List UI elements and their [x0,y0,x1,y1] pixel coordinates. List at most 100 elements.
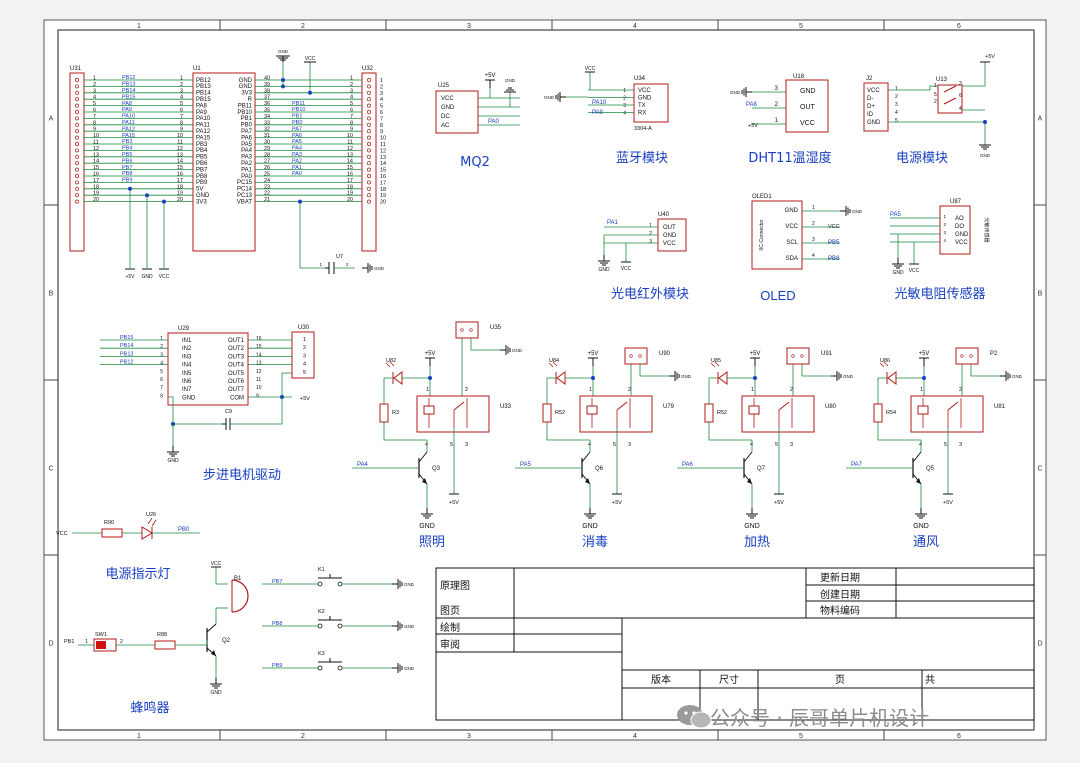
conn-gnd [970,364,1000,377]
ref-u40: U40 [658,212,670,218]
relay-gnd-label: GND [744,523,760,530]
chip-left-pin: PA15 [196,135,211,141]
left-pin-num: 8 [93,120,96,126]
right-pin-num: 12 [347,146,353,152]
junction-dot [298,199,302,204]
chip-right-num: 24 [264,178,270,184]
right-net-label: PA7 [292,126,302,132]
pled-net: PB0 [178,527,190,533]
col-marker-bottom: 1 [137,733,141,740]
key-contact [317,623,323,629]
ref-u29: U29 [178,326,190,332]
bt-pin: RX [638,111,646,117]
bz-title: 蜂鸣器 [130,700,169,716]
chip-right-num: 40 [264,76,270,82]
left-net-label: PB12 [122,75,135,81]
relay-net: PA5 [520,462,532,468]
oled-pin: VCC [785,224,798,230]
gnd-label: GND [404,582,415,587]
relay-conn-ref: U90 [659,351,671,357]
chip-pin-num: 10 [177,133,183,139]
gnd-label: GND [852,209,863,214]
header-pin [75,116,79,121]
mq2-module [435,90,479,134]
relay-contact [616,401,628,411]
header-pin [75,174,79,178]
header-right-num: 7 [380,116,383,122]
gnd-label: GND [167,458,179,464]
chip-pin-num: 18 [177,184,183,190]
header-pin [75,90,79,95]
col-marker-top: 3 [467,23,471,30]
row-marker-left: C [48,466,53,473]
driver-in-pin: IN3 [182,354,192,360]
ref-u1: U1 [193,66,201,72]
relay-gnd-label: GND [419,523,435,530]
relay-contact [778,401,790,411]
pled-diode [141,526,153,540]
usb-num: 4 [895,110,898,116]
right-pin-num: 19 [347,191,353,197]
gnd-label: GND [598,267,610,273]
tb-outer [435,567,1035,721]
header-right-num: 15 [380,168,386,174]
relay-pin: 5 [450,442,453,448]
chip-left-pin: PB8 [196,174,208,180]
left-pin-num: 2 [93,82,96,88]
tb-review: 审阅 [440,638,460,651]
q-collector [581,451,591,463]
gnd-label: GND [404,666,415,671]
gnd-symbol: GND [892,258,904,276]
driver-out-num: 11 [256,377,261,383]
header-right-num: 11 [380,142,386,148]
chip-pin-num: 11 [177,140,183,146]
chip-right-pin: PA7 [241,129,253,135]
header-right-num: 20 [380,200,386,206]
relay-net: PA7 [851,462,863,468]
left-net-label: PB9 [122,178,132,184]
q-arrow [585,478,590,484]
usb-pin: D+ [867,104,875,110]
power-label: +5V [425,351,436,357]
header-pin [367,129,371,134]
mq2-net: PA0 [488,119,500,125]
ir-net: PA1 [607,220,619,226]
dht-pin: GND [800,88,816,95]
usb-num: 3 [895,102,898,108]
left-net-label: PA10 [122,114,135,120]
left-net-label: PB3 [122,139,132,145]
left-pin-num: 16 [93,172,99,178]
right-pin-num: 11 [347,140,353,146]
relay-pin: 5 [775,442,778,448]
pled-ray [151,519,157,527]
right-pin-num: 15 [347,165,353,171]
relay-q-ref: Q6 [595,466,604,472]
driver-out-pin: COM [230,395,244,401]
gnd-symbol [746,508,758,519]
right-pin-num: 20 [347,197,353,203]
led-ray [389,361,395,367]
watermark: 公众号 · 辰哥单片机设计 [677,705,929,730]
left-net-label: PB8 [122,171,132,177]
chip-right-pin: PA0 [241,174,253,180]
mq2-pin: VCC [441,96,454,102]
mq2-pin: AC [441,123,450,129]
oled-num: 3 [812,237,815,243]
dht-num: 1 [775,118,779,124]
gnd-symbol [421,508,433,519]
power-label: +5V [919,351,930,357]
usb-num: 1 [895,86,898,92]
oled-num: 2 [812,221,815,227]
chip-right-num: 29 [264,146,270,152]
relay-gnd-label: GND [582,523,598,530]
pwr-5v-wire [962,62,986,87]
chip-right-pin: PA6 [241,135,253,141]
header-pin [75,122,79,127]
row-marker-left: A [49,116,54,123]
relay-pin: 1 [426,387,429,393]
junction-dot [753,376,757,380]
motor-conn-num: 3 [303,353,306,359]
ir-num: 3 [649,239,652,245]
